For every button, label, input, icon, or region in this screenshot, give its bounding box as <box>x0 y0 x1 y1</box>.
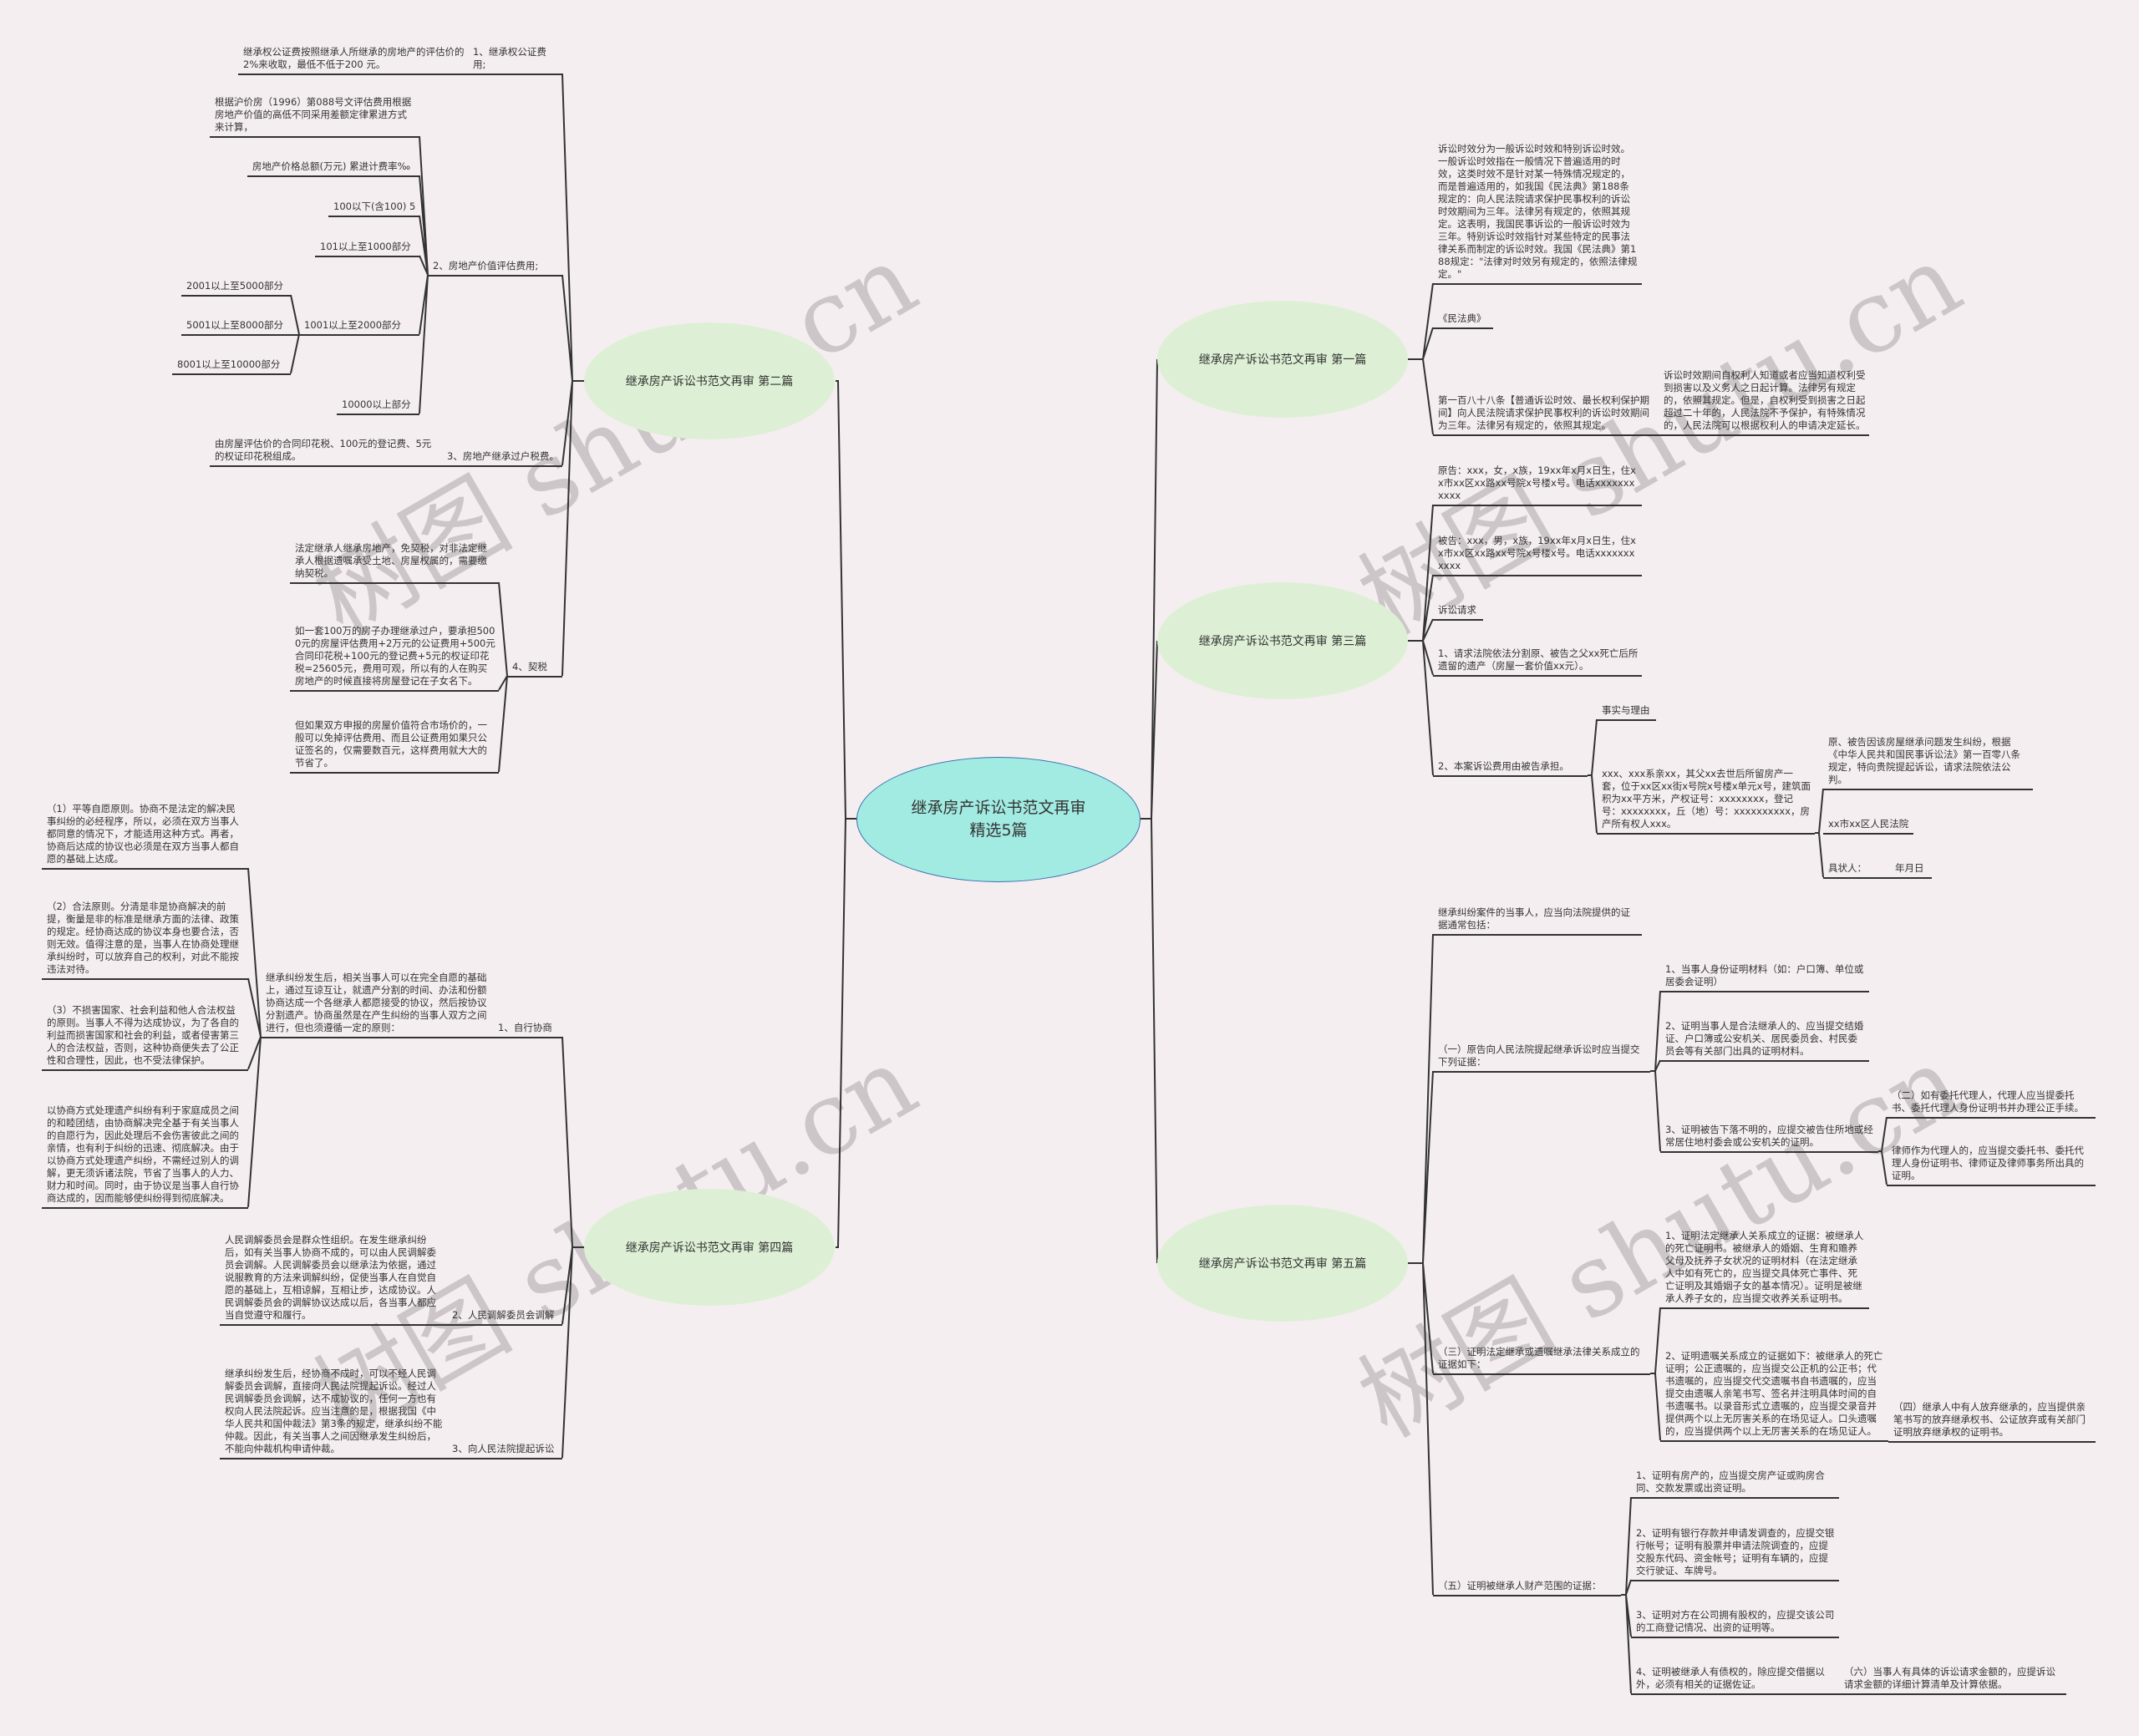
topic-p1[interactable]: 继承房产诉讼书范文再审 第一篇 <box>1157 301 1408 418</box>
node-deed-tax-saving[interactable]: 但如果双方申报的房屋价值符合市场价的，一般可以免掉评估费用、而且公证费用如果只公… <box>290 719 499 774</box>
topic-p5[interactable]: 继承房产诉讼书范文再审 第五篇 <box>1157 1205 1408 1322</box>
node-civil-code[interactable]: 《民法典》 <box>1433 312 1493 329</box>
node-transfer-tax-text[interactable]: 由房屋评估价的合同印花税、100元的登记费、5元的权证印花税组成。 <box>210 438 442 467</box>
node-rate-8000[interactable]: 5001以上至8000部分 <box>181 319 299 336</box>
node-evidence-5-equity[interactable]: 3、证明对方在公司拥有股权的，应提交该公司的工商登记情况、出资的证明等。 <box>1631 1609 1839 1638</box>
date-label: 年月日 <box>1895 862 1924 874</box>
node-rate-2000[interactable]: 1001以上至2000部分 <box>299 319 419 336</box>
signer-label: 具状人： <box>1828 862 1867 874</box>
node-self-negotiation-text[interactable]: 继承纠纷发生后，相关当事人可以在完全自愿的基础上，通过互谅互让，就遗产分割的时间… <box>261 972 493 1038</box>
node-plaintiff[interactable]: 原告：xxx，女，x族，19xx年x月x日生，住xx市xx区xx路xx号院x号楼… <box>1433 464 1642 506</box>
node-negotiation-benefit[interactable]: 以协商方式处理遗产纠纷有利于家庭成员之间的和睦团结，由协商解决完全基于有关当事人… <box>42 1104 248 1209</box>
node-litigation-text[interactable]: 继承纠纷发生后，经协商不成时，可以不经人民调解委员会调解，直接向人民法院提起诉讼… <box>220 1368 447 1459</box>
topic-p2[interactable]: 继承房产诉讼书范文再审 第二篇 <box>584 322 835 439</box>
node-rate-5000[interactable]: 2001以上至5000部分 <box>181 280 291 297</box>
node-mediation[interactable]: 2、人民调解委员会调解 <box>447 1309 562 1326</box>
node-facts-detail[interactable]: xxx、xxx系亲xx，其父xx去世后所留房产一套，位于xx区xx街x号院x号楼… <box>1597 768 1815 835</box>
node-evidence-intro[interactable]: 继承纠纷案件的当事人，应当向法院提供的证据通常包括： <box>1433 906 1642 936</box>
node-evidence-3[interactable]: （三）证明法定继承或遗嘱继承法律关系成立的证据如下： <box>1433 1346 1650 1375</box>
node-self-negotiation[interactable]: 1、自行协商 <box>493 1022 562 1038</box>
node-mediation-text[interactable]: 人民调解委员会是群众性组织。在发生继承纠纷后，如有关当事人协商不成的，可以由人民… <box>220 1234 447 1326</box>
node-evidence-5-claims[interactable]: 4、证明被继承人有债权的，除应提交借据以外，必须有相关的证据佐证。 <box>1631 1666 1839 1695</box>
node-evidence-1-identity[interactable]: 1、当事人身份证明材料（如：户口簿、单位或居委会证明） <box>1660 963 1869 992</box>
node-notary-fee[interactable]: 1、继承权公证费用; <box>468 46 562 75</box>
node-claim-2[interactable]: 2、本案诉讼费用由被告承担。 <box>1433 760 1588 777</box>
node-evidence-1-heir[interactable]: 2、证明当事人是合法继承人的、应当提交结婚证、户口簿或公安机关、居民委员会、村民… <box>1660 1020 1869 1062</box>
node-evidence-5[interactable]: （五）证明被继承人财产范围的证据： <box>1433 1580 1621 1596</box>
node-principle-3[interactable]: （3）不损害国家、社会利益和他人合法权益的原则。当事人不得为达成协议，为了各自的… <box>42 1004 248 1071</box>
node-article-188-detail[interactable]: 诉讼时效期间自权利人知道或者应当知道权利受到损害以及义务人之日起计算。法律另有规… <box>1659 369 1869 436</box>
node-evidence-2-lawyer[interactable]: 律师作为代理人的，应当提交委托书、委托代理人身份证明书、律师证及律师事务所出具的… <box>1887 1145 2096 1186</box>
node-evidence-1-missing[interactable]: 3、证明被告下落不明的，应提交被告住所地或经常居住地村委会或公安机关的证明。 <box>1660 1124 1878 1153</box>
center-topic[interactable]: 继承房产诉讼书范文再审精选5篇 <box>856 757 1141 882</box>
node-transfer-tax[interactable]: 3、房地产继承过户税费。 <box>442 450 562 467</box>
node-court[interactable]: xx市xx区人民法院 <box>1823 818 1913 835</box>
node-rate-above[interactable]: 10000以上部分 <box>337 398 419 415</box>
node-evidence-1[interactable]: （一）原告向人民法院提起继承诉讼时应当提交下列证据： <box>1433 1043 1650 1073</box>
node-limitation-types[interactable]: 诉讼时效分为一般诉讼时效和特别诉讼时效。一般诉讼时效指在一般情况下普遍适用的时效… <box>1433 143 1642 285</box>
node-claim-1[interactable]: 1、请求法院依法分割原、被告之父xx死亡后所遗留的遗产（房屋一套价值xx元）。 <box>1433 647 1642 677</box>
topic-p4[interactable]: 继承房产诉讼书范文再审 第四篇 <box>584 1189 835 1306</box>
node-deed-tax-example[interactable]: 如一套100万的房子办理继承过户，要承担5000元的房屋评估费用+2万元的公证费… <box>290 625 499 692</box>
node-evidence-2-agent[interactable]: （二）如有委托代理人，代理人应当提委托书、委托代理人身份证明书并办理公正手续。 <box>1887 1089 2096 1119</box>
topic-p3[interactable]: 继承房产诉讼书范文再审 第三篇 <box>1157 582 1408 699</box>
node-claims[interactable]: 诉讼请求 <box>1433 604 1483 621</box>
node-defendant[interactable]: 被告：xxx，男，x族，19xx年x月x日生，住xx市xx区xx路xx号院x号楼… <box>1433 535 1642 576</box>
node-rate-header[interactable]: 房地产价格总额(万元) 累进计费率‰ <box>247 160 419 177</box>
node-rate-100[interactable]: 100以下(含100) 5 <box>328 201 419 217</box>
node-principle-1[interactable]: （1）平等自愿原则。协商不是法定的解决民事纠纷的必经程序，所以，必须在双方当事人… <box>42 803 248 870</box>
node-evidence-3-will[interactable]: 2、证明遗嘱关系成立的证据如下：被继承人的死亡证明；公正遗嘱的，应当提交公正机的… <box>1660 1350 1888 1442</box>
node-evidence-5-property[interactable]: 1、证明有房产的，应当提交房产证或购房合同、交款发票或出资证明。 <box>1631 1470 1839 1499</box>
node-article-188[interactable]: 第一百八十八条【普通诉讼时效、最长权利保护期间】向人民法院请求保护民事权利的诉讼… <box>1433 394 1659 436</box>
node-litigation[interactable]: 3、向人民法院提起诉讼 <box>447 1443 562 1459</box>
node-evidence-6-amount[interactable]: （六）当事人有具体的诉讼请求金额的，应提诉讼请求金额的详细计算清单及计算依据。 <box>1839 1666 2066 1695</box>
node-evidence-3-statutory[interactable]: 1、证明法定继承人关系成立的证据：被继承人的死亡证明书。被继承人的婚姻、生育和赡… <box>1660 1230 1869 1309</box>
node-evidence-4-waiver[interactable]: （四）继承人中有人放弃继承的，应当提供亲笔书写的放弃继承权书、公证放弃或有关部门… <box>1888 1401 2096 1443</box>
node-dispute-basis[interactable]: 原、被告因该房屋继承问题发生纠纷，根据《中华人民共和国民事诉讼法》第一百零八条规… <box>1823 736 2033 790</box>
node-signature[interactable]: 具状人： 年月日 <box>1823 862 1932 879</box>
node-appraisal-basis[interactable]: 根据沪价房（1996）第088号文评估费用根据房地产价值的高低不同采用差额定律累… <box>210 96 419 138</box>
node-rate-1000[interactable]: 101以上至1000部分 <box>315 241 419 257</box>
node-evidence-5-bank[interactable]: 2、证明有银行存款并申请发调查的，应提交银行帐号；证明有股票并申请法院调查的，应… <box>1631 1527 1839 1581</box>
node-appraisal-fee[interactable]: 2、房地产价值评估费用; <box>428 260 562 277</box>
node-deed-tax-exempt[interactable]: 法定继承人继承房地产，免契税，对非法定继承人根据遗嘱承受土地、房屋权属的，需要缴… <box>290 542 499 584</box>
node-rate-10000[interactable]: 8001以上至10000部分 <box>172 358 291 375</box>
node-deed-tax[interactable]: 4、契税 <box>507 661 562 678</box>
node-principle-2[interactable]: （2）合法原则。分清是非是协商解决的前提，衡量是非的标准是继承方面的法律、政策的… <box>42 901 248 980</box>
node-notary-fee-text[interactable]: 继承权公证费按照继承人所继承的房地产的评估价的2%来收取，最低不低于200 元。 <box>238 46 468 75</box>
node-facts-reasons[interactable]: 事实与理由 <box>1597 704 1656 721</box>
